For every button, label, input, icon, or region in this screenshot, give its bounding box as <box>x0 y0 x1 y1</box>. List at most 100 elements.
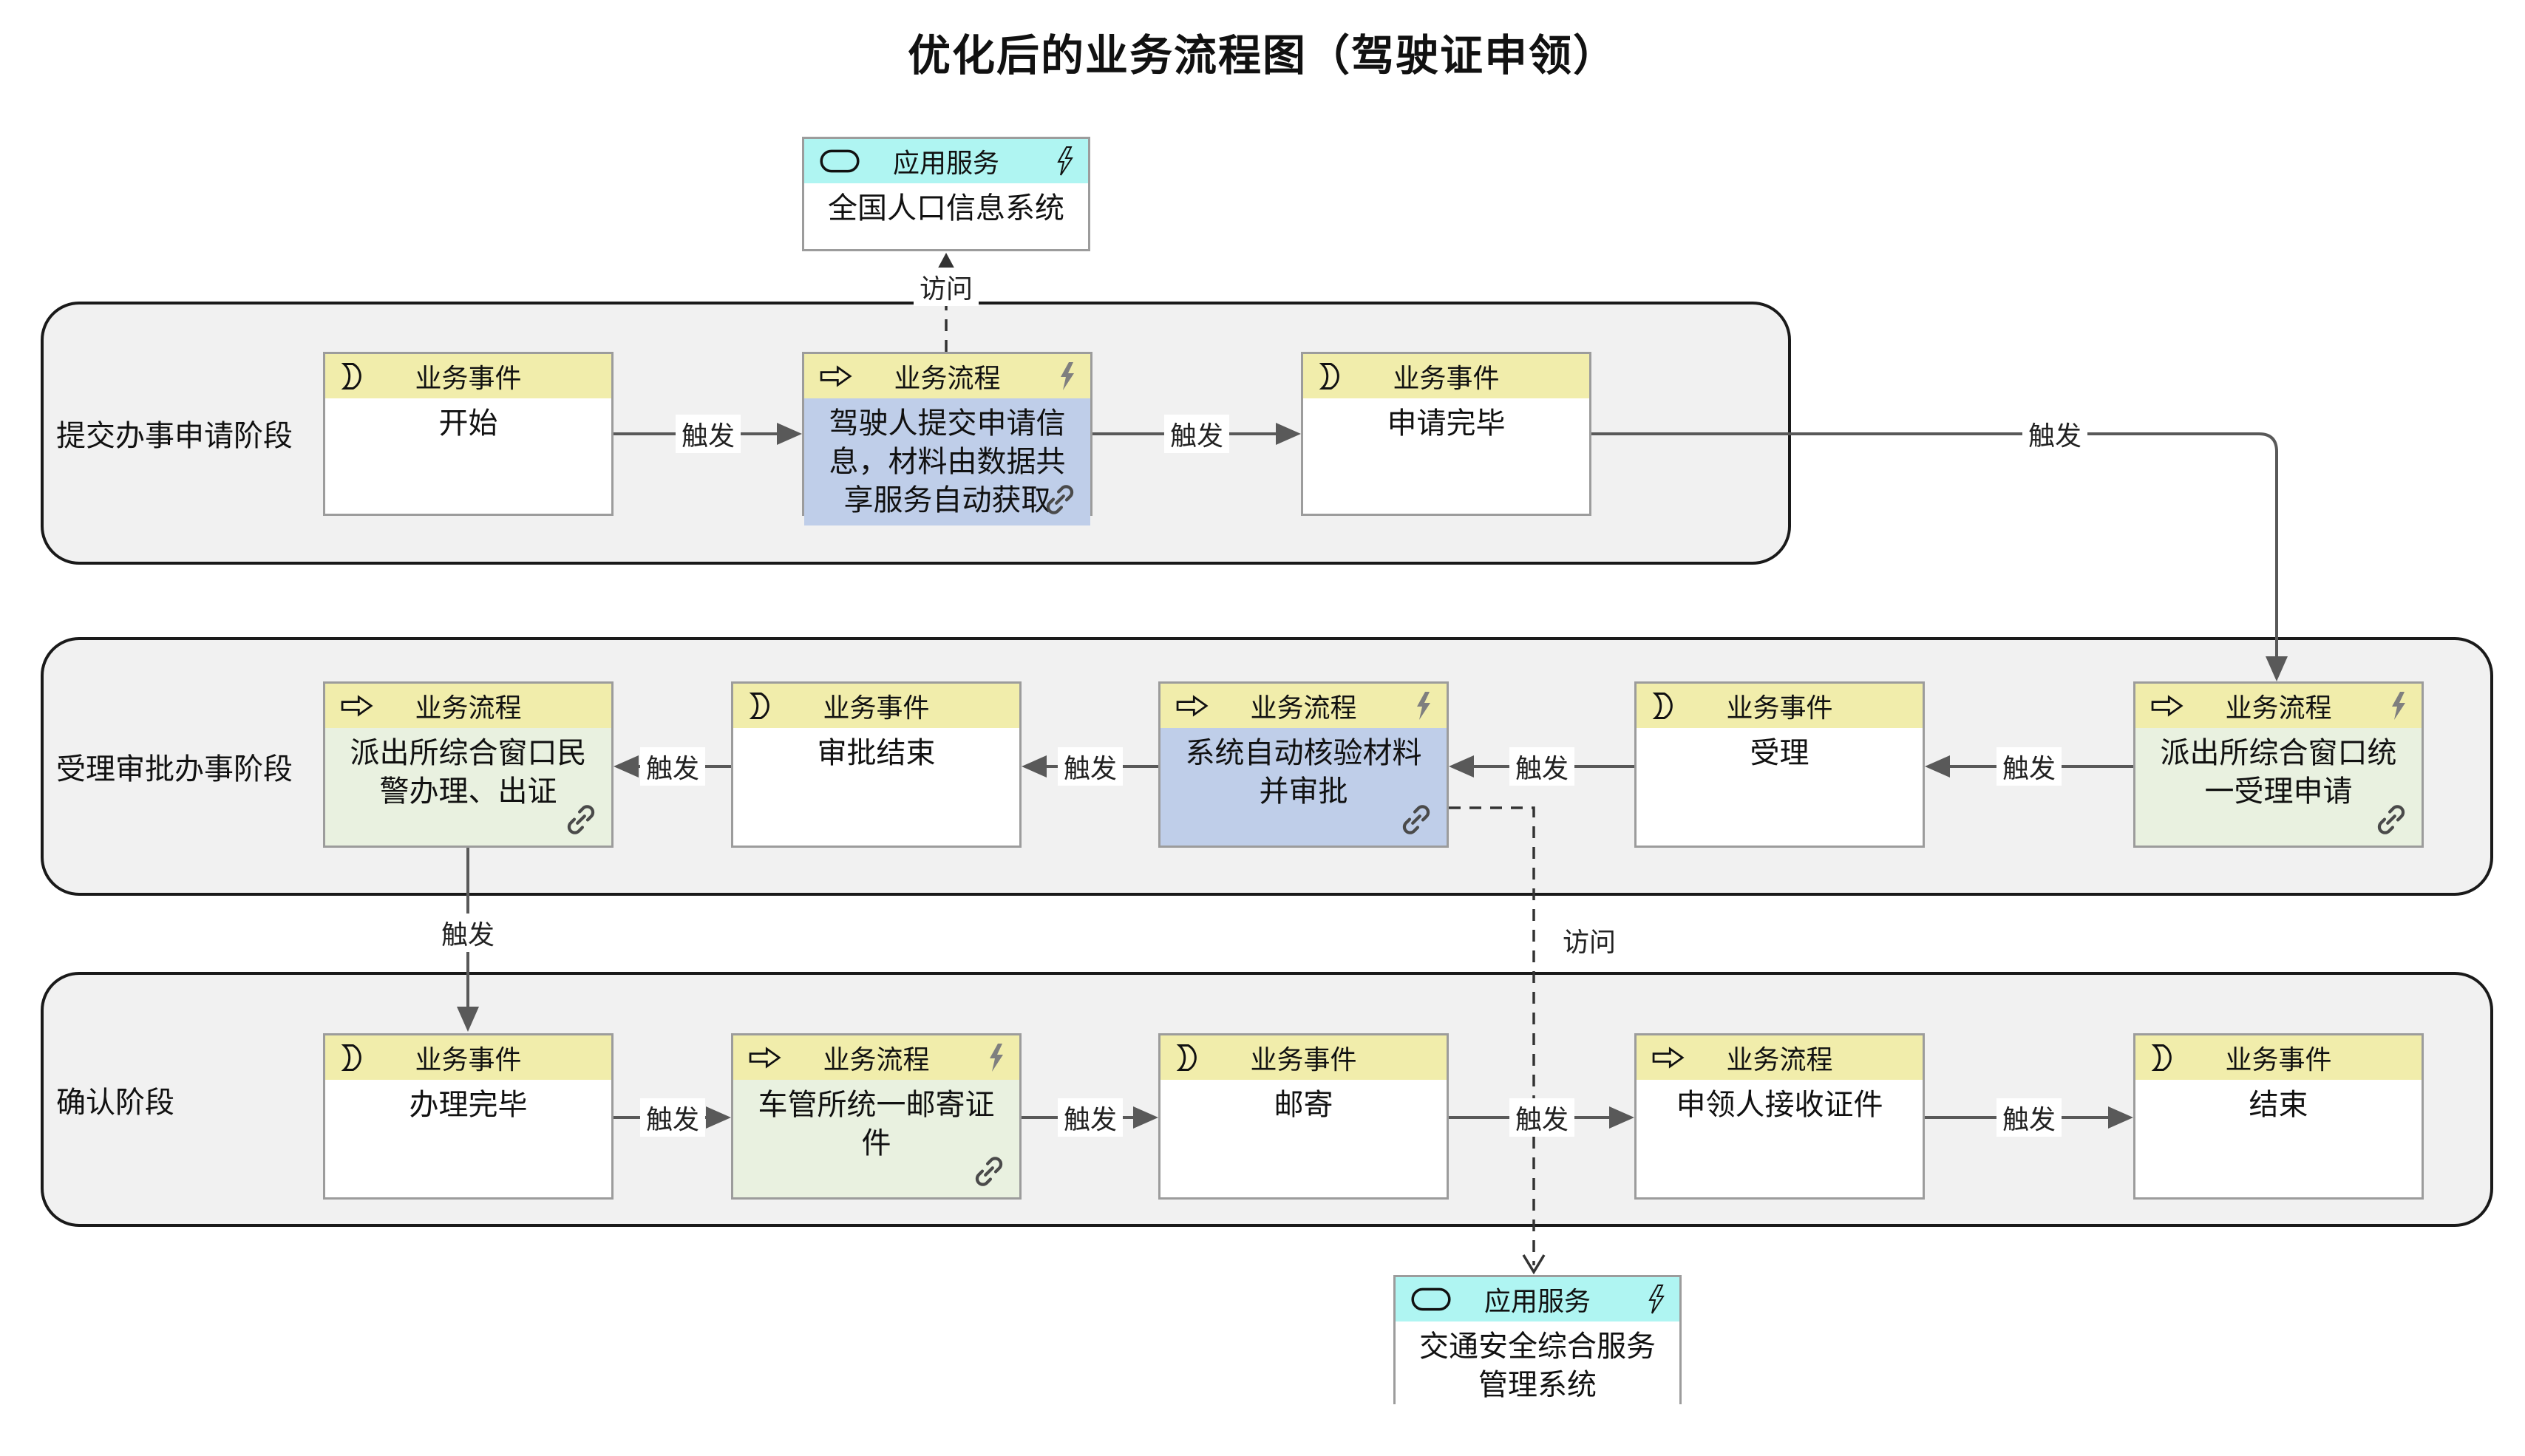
node-accept[interactable]: 业务事件 受理 <box>1634 681 1925 848</box>
trigger-label: 触发 <box>435 914 501 952</box>
business-event-icon <box>1175 1042 1203 1073</box>
trigger-label: 触发 <box>2022 415 2088 453</box>
business-process-icon <box>1175 695 1209 718</box>
service-stadium-icon <box>819 149 860 173</box>
node-name: 驾驶人提交申请信息，材料由数据共享服务自动获取 <box>829 407 1066 517</box>
node-name: 全国人口信息系统 <box>828 192 1064 225</box>
trigger-label: 触发 <box>1996 747 2062 786</box>
node-header: 业务事件 <box>2135 1035 2422 1080</box>
link-chain-icon <box>1043 483 1077 517</box>
node-mail-cert[interactable]: 业务流程 车管所统一邮寄证件 <box>731 1033 1022 1200</box>
page-title: 优化后的业务流程图（驾驶证申领） <box>907 32 1617 80</box>
node-header: 业务事件 <box>733 684 1019 728</box>
lightning-icon <box>1414 691 1433 721</box>
node-header: 应用服务 <box>1396 1277 1679 1321</box>
access-arrowhead-up <box>936 253 956 272</box>
node-receive-cert[interactable]: 业务流程 申领人接收证件 <box>1634 1033 1925 1200</box>
node-handle-done[interactable]: 业务事件 办理完毕 <box>323 1033 614 1200</box>
business-process-icon <box>340 695 374 718</box>
business-event-icon <box>340 1042 368 1073</box>
node-header: 应用服务 <box>804 139 1088 183</box>
node-name: 系统自动核验材料并审批 <box>1185 737 1422 808</box>
node-type-label: 业务流程 <box>1250 693 1357 723</box>
node-type-label: 业务事件 <box>1250 1044 1357 1075</box>
node-body: 申领人接收证件 <box>1637 1080 1923 1197</box>
node-type-label: 业务事件 <box>415 1044 522 1075</box>
node-police-window-handle[interactable]: 业务流程 派出所综合窗口民警办理、出证 <box>323 681 614 848</box>
node-end[interactable]: 业务事件 结束 <box>2133 1033 2424 1200</box>
lightning-icon <box>1058 361 1077 391</box>
business-process-icon <box>748 1047 782 1069</box>
node-apply-done[interactable]: 业务事件 申请完毕 <box>1301 352 1591 516</box>
node-name: 交通安全综合服务管理系统 <box>1419 1330 1656 1401</box>
node-body: 系统自动核验材料并审批 <box>1160 728 1447 846</box>
node-type-label: 业务流程 <box>823 1044 930 1075</box>
node-body: 受理 <box>1637 728 1923 846</box>
lightning-outline-icon <box>1647 1285 1666 1314</box>
node-population-system[interactable]: 应用服务 全国人口信息系统 <box>802 137 1090 251</box>
trigger-label: 触发 <box>1509 1098 1575 1137</box>
node-header: 业务流程 <box>804 354 1090 398</box>
trigger-label: 触发 <box>1163 415 1230 453</box>
trigger-label: 触发 <box>675 415 741 453</box>
node-auto-verify[interactable]: 业务流程 系统自动核验材料并审批 <box>1158 681 1449 848</box>
business-process-icon <box>819 365 853 388</box>
node-start[interactable]: 业务事件 开始 <box>323 352 614 516</box>
business-event-icon <box>748 690 776 721</box>
node-unified-accept[interactable]: 业务流程 派出所综合窗口统一受理申请 <box>2133 681 2424 848</box>
access-label: 访问 <box>913 268 979 306</box>
node-approval-end[interactable]: 业务事件 审批结束 <box>731 681 1022 848</box>
lane-label-submit: 提交办事申请阶段 <box>56 420 293 452</box>
business-event-icon <box>1651 690 1679 721</box>
business-event-icon <box>340 361 368 392</box>
node-body: 邮寄 <box>1160 1080 1447 1197</box>
node-header: 业务流程 <box>325 684 611 728</box>
node-header: 业务流程 <box>1160 684 1447 728</box>
node-name: 受理 <box>1750 737 1809 769</box>
node-body: 申请完毕 <box>1303 398 1589 514</box>
link-chain-icon <box>1399 803 1433 837</box>
node-type-label: 业务流程 <box>415 693 522 723</box>
node-header: 业务事件 <box>1160 1035 1447 1080</box>
node-mail[interactable]: 业务事件 邮寄 <box>1158 1033 1449 1200</box>
trigger-label: 触发 <box>1509 747 1575 786</box>
node-type-label: 应用服务 <box>1484 1286 1591 1316</box>
node-header: 业务事件 <box>325 354 611 398</box>
node-name: 派出所综合窗口统一受理申请 <box>2160 737 2397 808</box>
node-body: 驾驶人提交申请信息，材料由数据共享服务自动获取 <box>804 398 1090 525</box>
node-body: 派出所综合窗口民警办理、出证 <box>325 728 611 846</box>
lightning-icon <box>987 1043 1006 1072</box>
node-type-label: 业务流程 <box>1726 1044 1833 1075</box>
link-chain-icon <box>972 1154 1006 1188</box>
link-chain-icon <box>564 803 598 837</box>
node-name: 申领人接收证件 <box>1676 1089 1883 1121</box>
node-name: 邮寄 <box>1274 1089 1333 1121</box>
node-body: 车管所统一邮寄证件 <box>733 1080 1019 1197</box>
trigger-label: 触发 <box>639 1098 706 1137</box>
node-body: 办理完毕 <box>325 1080 611 1197</box>
lightning-icon <box>2389 691 2408 721</box>
access-label: 访问 <box>1556 921 1622 959</box>
node-header: 业务流程 <box>2135 684 2422 728</box>
node-submit-info[interactable]: 业务流程 驾驶人提交申请信息，材料由数据共享服务自动获取 <box>802 352 1092 525</box>
lane-label-confirm: 确认阶段 <box>56 1086 174 1119</box>
node-body: 全国人口信息系统 <box>804 183 1088 249</box>
node-name: 办理完毕 <box>409 1089 528 1121</box>
node-name: 申请完毕 <box>1387 407 1506 440</box>
node-name: 车管所统一邮寄证件 <box>758 1089 995 1160</box>
business-event-icon <box>2150 1042 2178 1073</box>
node-traffic-system[interactable]: 应用服务 交通安全综合服务管理系统 <box>1393 1275 1682 1410</box>
node-header: 业务事件 <box>1637 684 1923 728</box>
node-header: 业务流程 <box>1637 1035 1923 1080</box>
node-body: 开始 <box>325 398 611 514</box>
trigger-label: 触发 <box>1057 1098 1124 1137</box>
node-name: 开始 <box>438 407 498 440</box>
node-header: 业务事件 <box>325 1035 611 1080</box>
node-type-label: 业务流程 <box>2225 693 2332 723</box>
business-event-icon <box>1318 361 1346 392</box>
node-type-label: 应用服务 <box>892 148 999 178</box>
node-type-label: 业务事件 <box>1726 693 1833 723</box>
lane-label-approval: 受理审批办事阶段 <box>56 753 293 786</box>
node-body: 结束 <box>2135 1080 2422 1197</box>
